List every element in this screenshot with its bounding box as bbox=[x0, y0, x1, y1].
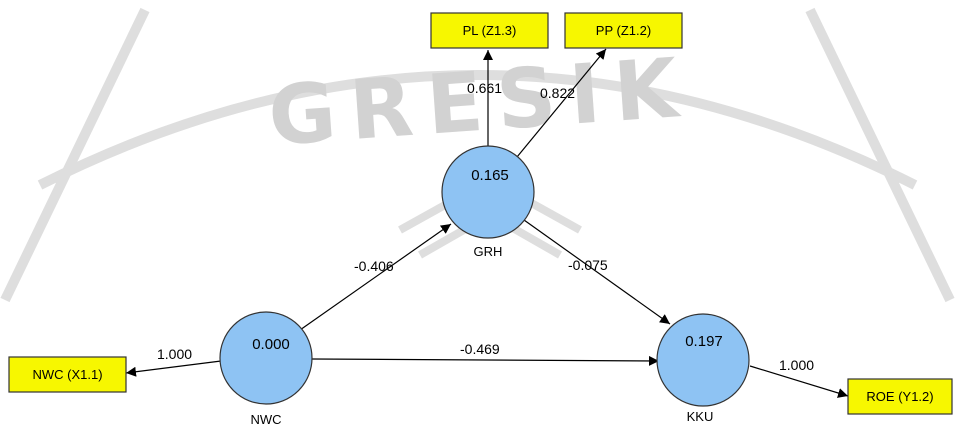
watermark-text: GRESIK bbox=[266, 40, 695, 164]
edge-grh-pp bbox=[516, 48, 607, 158]
latent-kku-name: KKU bbox=[687, 409, 714, 424]
latent-nwc-name: NWC bbox=[250, 412, 281, 427]
edge-nwc-indicator bbox=[125, 360, 222, 377]
path-label-nwc-indicator: 1.000 bbox=[157, 346, 192, 362]
latent-kku-circle bbox=[656, 313, 750, 407]
path-label-nwc-grh: -0.406 bbox=[354, 258, 394, 274]
edge-nwc-grh bbox=[299, 223, 452, 331]
indicator-pp-label: PP (Z1.2) bbox=[596, 23, 651, 38]
indicator-pp-box bbox=[564, 12, 683, 49]
indicator-nwc-label: NWC (X1.1) bbox=[32, 367, 102, 382]
path-label-grh-pp: 0.822 bbox=[540, 85, 575, 101]
path-label-grh-pl: 0.661 bbox=[467, 80, 502, 96]
indicator-nwc[interactable]: NWC (X1.1) bbox=[8, 356, 127, 393]
edge-nwc-kku bbox=[311, 355, 660, 366]
latent-kku-value: 0.197 bbox=[685, 333, 723, 350]
indicator-pp[interactable]: PP (Z1.2) bbox=[564, 12, 683, 49]
latent-nwc-value: 0.000 bbox=[252, 336, 290, 353]
indicator-pl-box bbox=[430, 12, 549, 49]
latent-grh-name: GRH bbox=[474, 244, 503, 259]
indicator-roe-box bbox=[847, 378, 953, 415]
latent-nwc-circle bbox=[219, 311, 313, 405]
edge-kku-roe bbox=[749, 365, 849, 398]
latent-grh[interactable]: 0.165 GRH bbox=[441, 145, 535, 259]
edge-grh-kku bbox=[523, 219, 671, 325]
edge-labels: 0.661 0.822 -0.406 -0.075 -0.469 1.000 1… bbox=[157, 80, 814, 373]
path-label-kku-roe: 1.000 bbox=[779, 357, 814, 373]
path-label-grh-kku: -0.075 bbox=[568, 257, 608, 273]
indicator-nwc-box bbox=[8, 356, 127, 393]
edges bbox=[125, 48, 849, 398]
latent-kku[interactable]: 0.197 KKU bbox=[656, 313, 750, 424]
latent-grh-value: 0.165 bbox=[471, 167, 509, 184]
indicator-roe-label: ROE (Y1.2) bbox=[866, 389, 933, 404]
indicator-pl[interactable]: PL (Z1.3) bbox=[430, 12, 549, 49]
indicator-pl-label: PL (Z1.3) bbox=[463, 23, 517, 38]
latent-grh-circle bbox=[441, 145, 535, 239]
path-label-nwc-kku: -0.469 bbox=[460, 341, 500, 357]
indicator-roe[interactable]: ROE (Y1.2) bbox=[847, 378, 953, 415]
latent-nwc[interactable]: 0.000 NWC bbox=[219, 311, 313, 427]
